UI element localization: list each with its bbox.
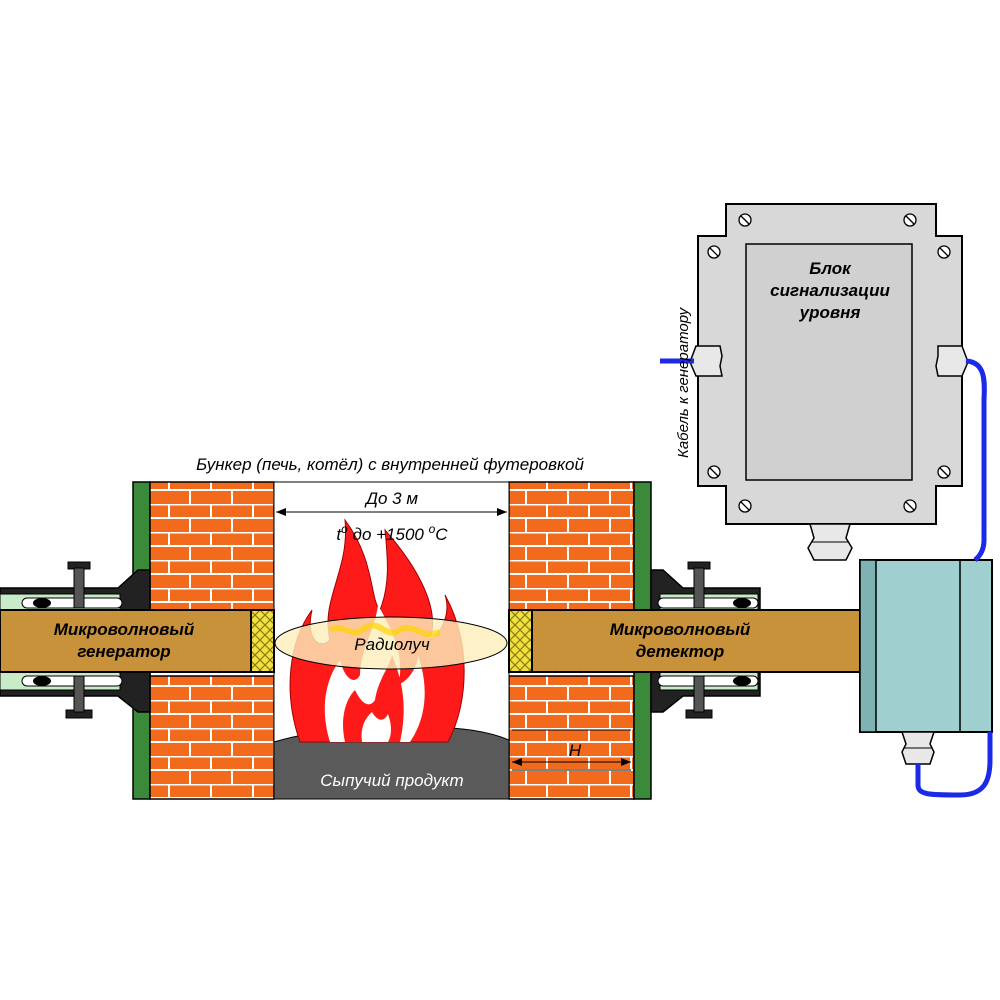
temperature-label: to до +1500 oC: [336, 522, 448, 544]
generator-label-line1: Микроволновый: [54, 620, 195, 639]
bunker-caption: Бункер (печь, котёл) с внутренней футеро…: [196, 455, 584, 474]
generator-label-line2: генератор: [77, 642, 170, 661]
alarm-label-line2: сигнализации: [770, 281, 890, 300]
generator-assembly: [0, 561, 275, 719]
beam-label: Радиолуч: [354, 635, 430, 654]
detector-label-line1: Микроволновый: [610, 620, 751, 639]
alarm-to-detector-cable: [965, 358, 987, 562]
width-dimension: [276, 508, 507, 516]
detector-assembly: [508, 559, 993, 765]
alarm-label-line1: Блок: [809, 259, 852, 278]
bulk-label: Сыпучий продукт: [320, 771, 463, 790]
level-indicator: [512, 729, 631, 771]
detector-to-alarm-lower-cable: [915, 732, 993, 798]
alarm-unit: [689, 203, 969, 561]
width-label: До 3 м: [364, 489, 418, 508]
alarm-label-line3: уровня: [799, 303, 861, 322]
cable-label: Кабель к генератору: [675, 306, 692, 458]
left-wall: [132, 481, 275, 800]
right-wall: [508, 481, 652, 800]
detector-label-line2: детектор: [636, 642, 725, 661]
level-label: H: [569, 741, 582, 760]
